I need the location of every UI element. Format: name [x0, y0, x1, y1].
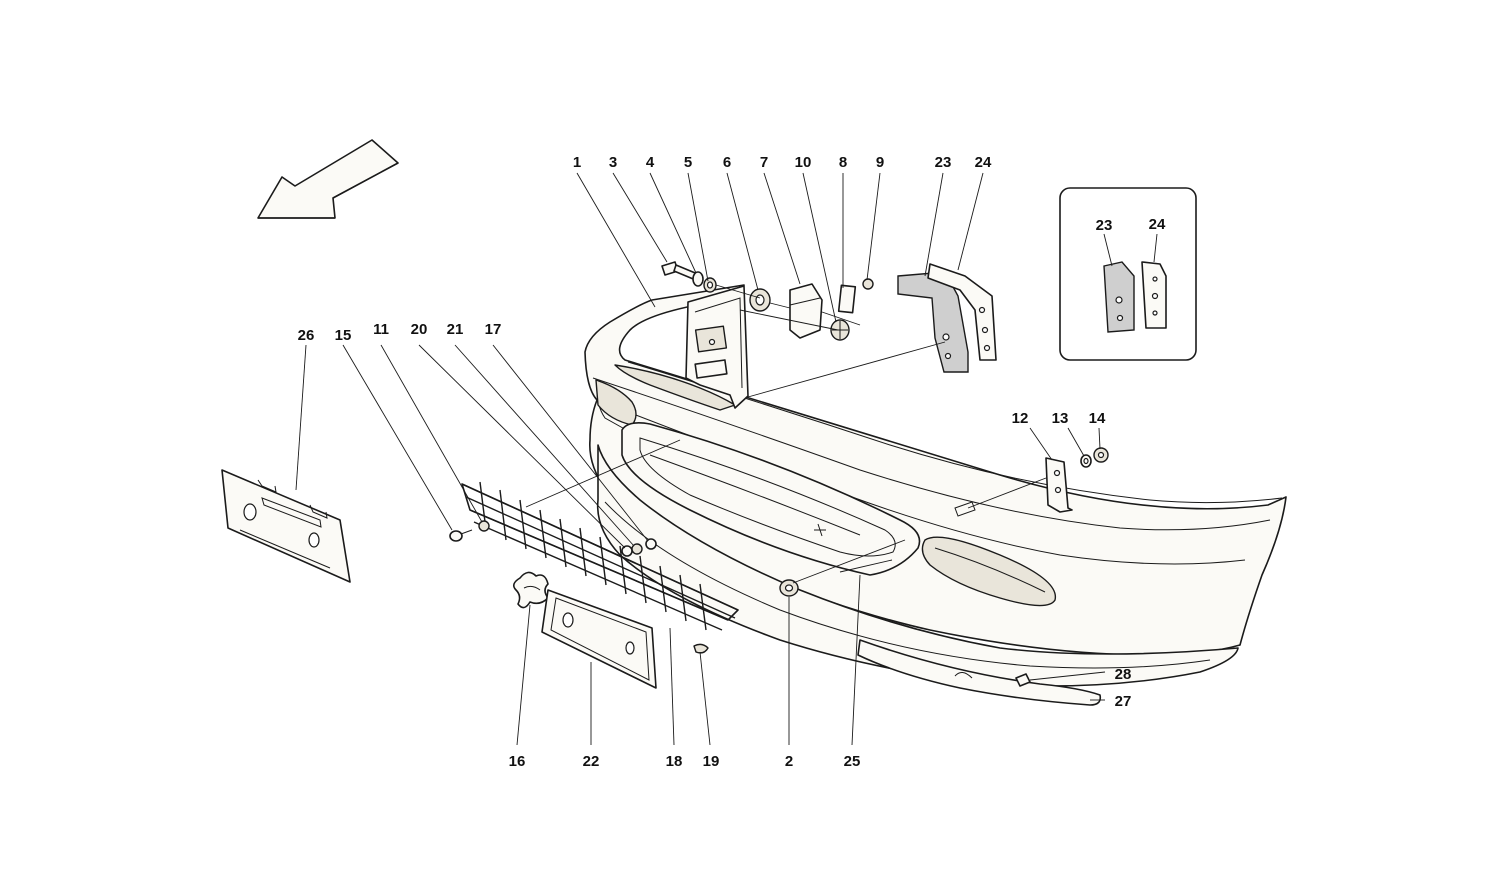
direction-arrow-icon [257, 139, 399, 219]
callout-20: 20 [411, 321, 428, 338]
callout-24: 24 [975, 154, 992, 171]
callout-25: 25 [844, 753, 861, 770]
assembly-lines [525, 284, 1047, 584]
screw-28 [1015, 673, 1031, 687]
nut-21 [631, 543, 643, 555]
grille-mesh-18 [461, 481, 739, 631]
callout-16: 16 [509, 753, 526, 770]
callout-27: 27 [1115, 693, 1132, 710]
bracket-plate-24 [927, 263, 997, 361]
washer-20 [621, 545, 633, 557]
callout-labels: 1 3 4 5 6 7 10 8 9 23 24 23 24 12 13 14 … [298, 154, 1166, 770]
clip-17 [645, 538, 657, 550]
screw-15 [449, 529, 473, 542]
stud-bolt [954, 501, 976, 517]
callout-23: 23 [935, 154, 952, 171]
callout-4: 4 [646, 154, 655, 171]
callout-5: 5 [684, 154, 692, 171]
washer-11 [478, 520, 490, 532]
nut-9 [862, 278, 874, 290]
callout-10: 10 [795, 154, 812, 171]
callout-18: 18 [666, 753, 683, 770]
callout-8: 8 [839, 154, 847, 171]
callout-7: 7 [760, 154, 768, 171]
prancing-horse-badge-icon [512, 571, 549, 609]
rubber-buffer-6 [749, 288, 771, 312]
plug-19 [693, 643, 709, 654]
callout-24-inset: 24 [1149, 216, 1166, 233]
front-plate-22 [541, 589, 657, 689]
grille-surround [621, 422, 921, 576]
callout-3: 3 [609, 154, 617, 171]
callout-15: 15 [335, 327, 352, 344]
callout-9: 9 [876, 154, 884, 171]
washer-13 [1080, 454, 1092, 468]
callout-28: 28 [1115, 666, 1132, 683]
nut-5 [703, 277, 717, 293]
callout-2: 2 [785, 753, 793, 770]
callout-23-inset: 23 [1096, 217, 1113, 234]
callout-12: 12 [1012, 410, 1029, 427]
callout-14: 14 [1089, 410, 1106, 427]
bracket-12 [1045, 457, 1073, 513]
callout-leaders [295, 172, 1158, 746]
callout-13: 13 [1052, 410, 1069, 427]
callout-19: 19 [703, 753, 720, 770]
inset-detail-box [1059, 187, 1197, 361]
mounting-bracket [685, 285, 749, 409]
callout-11: 11 [373, 321, 389, 338]
callout-6: 6 [723, 154, 731, 171]
callout-21: 21 [447, 321, 464, 338]
license-plate-holder-26 [221, 469, 351, 583]
washer-4 [692, 271, 704, 287]
callout-26: 26 [298, 327, 315, 344]
grommet-2 [779, 579, 799, 597]
bracket-7 [789, 283, 823, 339]
callout-22: 22 [583, 753, 600, 770]
nut-14 [1093, 447, 1109, 463]
plate-8 [837, 284, 857, 314]
callout-1: 1 [573, 154, 581, 171]
callout-17: 17 [485, 321, 502, 338]
clip-10 [830, 319, 850, 341]
